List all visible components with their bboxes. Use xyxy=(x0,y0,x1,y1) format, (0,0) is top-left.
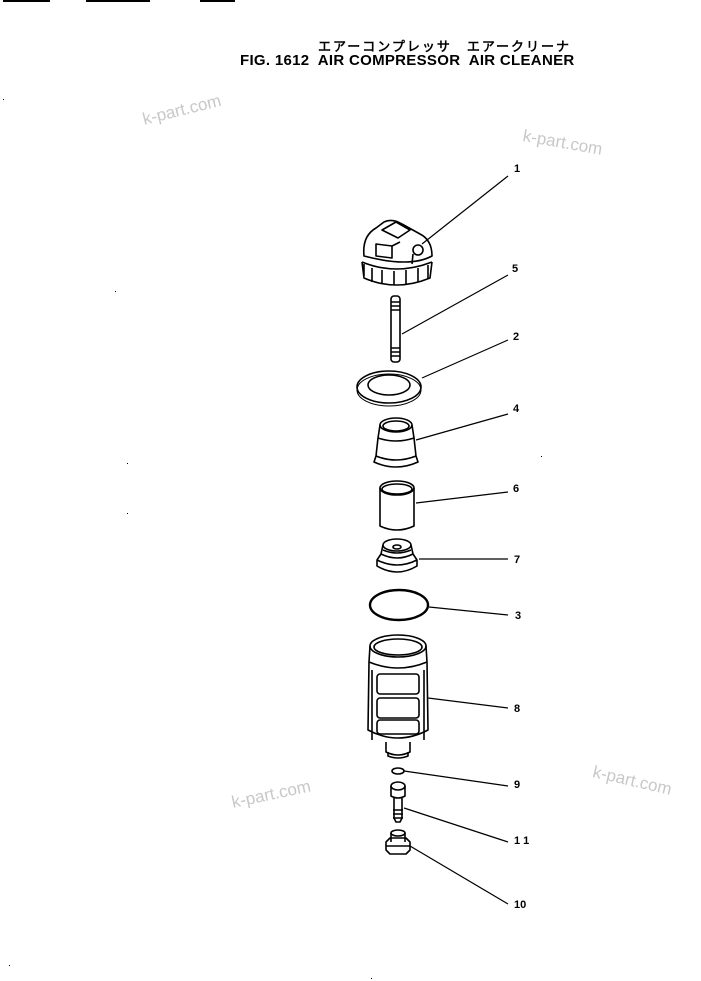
part-10-nut-icon xyxy=(385,829,411,855)
part-4-cup-icon xyxy=(373,417,419,468)
callout-9[interactable]: 9 xyxy=(514,779,521,791)
part-11-stem-icon xyxy=(390,781,406,823)
scan-dot xyxy=(3,99,4,100)
part-2-washer-icon xyxy=(356,370,422,407)
scan-dot xyxy=(115,291,116,292)
part-8-bowl-icon xyxy=(367,634,429,759)
part-5-stud-icon xyxy=(390,295,401,363)
figure-title: FIG. 1612 AIR COMPRESSOR AIR CLEANER xyxy=(240,52,575,69)
scan-mark-2 xyxy=(86,0,150,2)
scan-mark-3 xyxy=(200,0,235,2)
part-6-filter-element-icon xyxy=(379,480,415,531)
callout-7[interactable]: 7 xyxy=(514,554,521,566)
scan-dot xyxy=(541,456,542,457)
callout-8[interactable]: 8 xyxy=(514,703,521,715)
scan-dot xyxy=(371,978,372,979)
part-9-small-o-ring-icon xyxy=(391,767,405,775)
callout-1[interactable]: 1 xyxy=(514,163,521,175)
callout-6[interactable]: 6 xyxy=(513,483,520,495)
callout-5[interactable]: 5 xyxy=(512,263,519,275)
scan-dot xyxy=(127,463,128,464)
callout-3[interactable]: 3 xyxy=(515,610,522,622)
part-1-cap-icon xyxy=(361,219,433,286)
scan-mark-1 xyxy=(3,0,50,2)
part-3-o-ring-icon xyxy=(368,588,430,622)
scan-dot xyxy=(9,965,10,966)
callout-4[interactable]: 4 xyxy=(513,403,520,415)
callout-11[interactable]: 1 1 xyxy=(514,835,530,847)
figure-title-japanese: エアーコンプレッサ エアークリーナ xyxy=(318,40,572,55)
callout-10[interactable]: 10 xyxy=(514,899,527,911)
part-7-holder-icon xyxy=(376,538,418,573)
scan-dot xyxy=(127,513,128,514)
callout-2[interactable]: 2 xyxy=(513,331,520,343)
